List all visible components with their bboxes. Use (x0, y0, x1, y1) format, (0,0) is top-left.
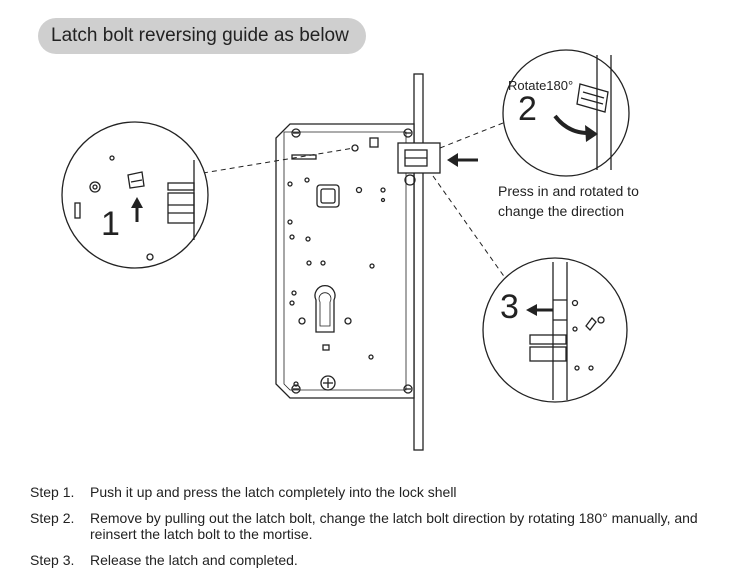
press-note: Press in and rotated to change the direc… (498, 181, 718, 221)
rotate-arrow-icon (553, 114, 589, 135)
press-in-arrow-icon (447, 153, 458, 167)
step2-detail-circle (502, 49, 630, 177)
step1-detail-circle (61, 121, 209, 269)
step-number: Step 1. (30, 484, 75, 500)
press-note-line2: change the direction (498, 203, 625, 219)
step-item: Step 3. Release the latch and completed. (30, 552, 730, 568)
step3-detail-circle (482, 257, 628, 403)
step-text: Remove by pulling out the latch bolt, ch… (90, 510, 698, 542)
step-item: Step 1. Push it up and press the latch c… (30, 484, 730, 500)
step3-number: 3 (500, 288, 519, 326)
step-text: Push it up and press the latch completel… (90, 484, 457, 500)
step2-number: 2 (518, 90, 537, 128)
guide-title: Latch bolt reversing guide as below (38, 18, 366, 54)
release-arrow-icon (526, 304, 537, 316)
steps-list: Step 1. Push it up and press the latch c… (30, 484, 730, 578)
step-text: Release the latch and completed. (90, 552, 298, 568)
step-number: Step 2. (30, 510, 75, 526)
lock-faceplate (413, 73, 424, 451)
rotate-label: Rotate180° (508, 78, 574, 93)
step-item: Step 2. Remove by pulling out the latch … (30, 510, 730, 542)
step1-number: 1 (101, 205, 120, 243)
step-number: Step 3. (30, 552, 75, 568)
push-up-arrow-icon (131, 197, 143, 208)
press-note-line1: Press in and rotated to (498, 183, 639, 199)
lock-body (275, 123, 415, 399)
